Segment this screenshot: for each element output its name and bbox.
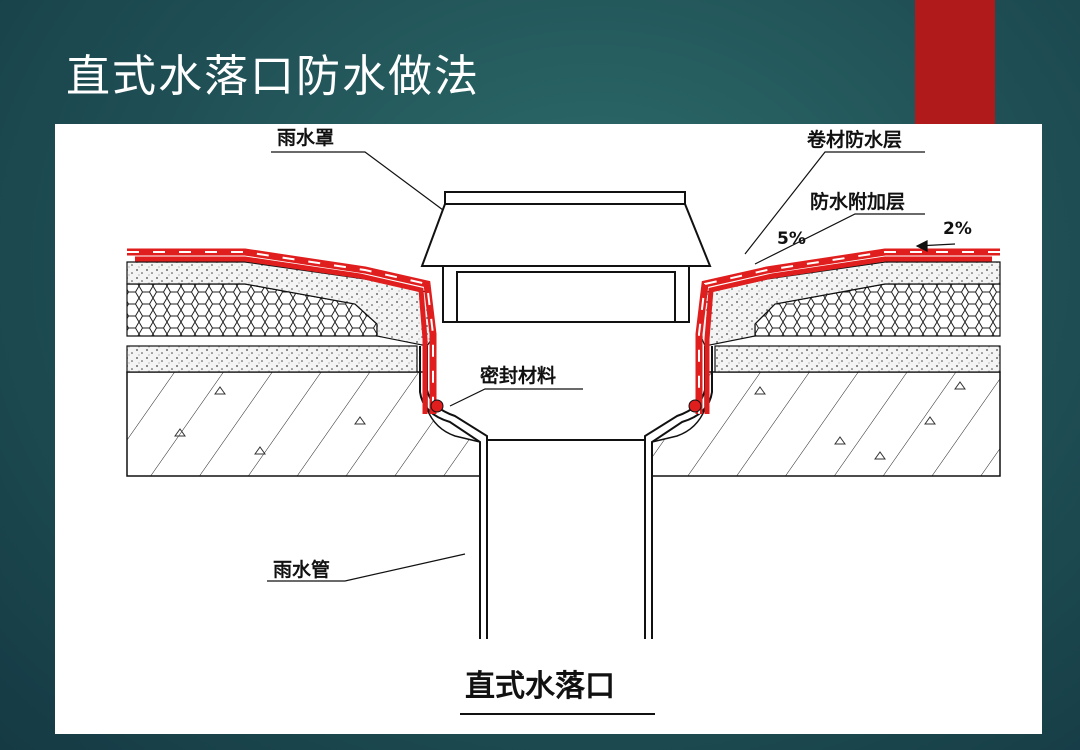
diagram-canvas: 雨水罩 卷材防水层 防水附加层 5% 2% 密封材料 雨水管 直式水落口 xyxy=(55,124,1042,734)
insulation-layer xyxy=(126,283,1001,337)
label-slope-5: 5% xyxy=(777,229,806,249)
label-membrane-layer: 卷材防水层 xyxy=(806,128,902,151)
slide-title: 直式水落口防水做法 xyxy=(66,51,480,102)
label-slope-2: 2% xyxy=(943,219,972,239)
diagram-caption: 直式水落口 xyxy=(465,669,615,704)
label-additional-layer: 防水附加层 xyxy=(810,190,905,213)
drain-body xyxy=(419,346,713,639)
rain-cover xyxy=(420,191,712,323)
leveling-layer xyxy=(126,345,1001,373)
label-rain-cover: 雨水罩 xyxy=(277,127,334,149)
label-sealant: 密封材料 xyxy=(480,364,556,387)
structural-slab xyxy=(126,371,1001,477)
drain-section-diagram: 雨水罩 卷材防水层 防水附加层 5% 2% 密封材料 雨水管 直式水落口 xyxy=(126,127,1001,715)
title-accent-bar xyxy=(915,0,995,124)
leader-lines xyxy=(267,151,956,582)
membrane-layer xyxy=(127,248,1000,414)
label-rain-pipe: 雨水管 xyxy=(273,558,330,581)
